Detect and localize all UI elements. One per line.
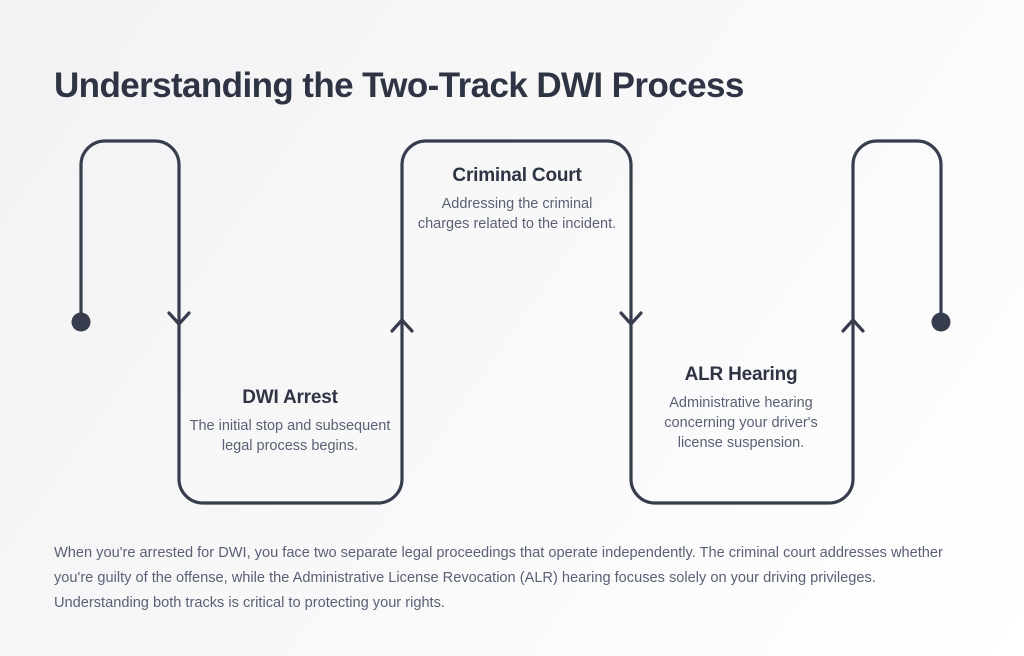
arrow-up-to-end [841, 318, 865, 333]
start-dot-marker [71, 312, 91, 332]
arrow-down-to-dwi-arrest [167, 311, 191, 326]
arrow-up-to-criminal-court [390, 318, 414, 333]
arrow-down-to-alr-hearing [619, 311, 643, 326]
node-dwi-arrest: DWI Arrest The initial stop and subseque… [186, 387, 394, 456]
node-alr-hearing: ALR Hearing Administrative hearing conce… [648, 364, 834, 453]
page-title: Understanding the Two-Track DWI Process [54, 66, 744, 106]
node-dwi-arrest-title: DWI Arrest [242, 387, 338, 408]
track-segment-end [851, 139, 943, 324]
node-alr-hearing-title: ALR Hearing [684, 364, 798, 385]
node-alr-hearing-description: Administrative hearing concerning your d… [664, 394, 818, 451]
node-criminal-court-title: Criminal Court [452, 165, 582, 186]
track-segment-start [79, 139, 181, 324]
end-dot-marker [931, 312, 951, 332]
node-dwi-arrest-description: The initial stop and subsequent legal pr… [189, 417, 391, 454]
node-criminal-court-description: Addressing the criminal charges related … [417, 195, 617, 232]
node-criminal-court: Criminal Court Addressing the criminal c… [414, 165, 620, 234]
footer-explanatory-note: When you're arrested for DWI, you face t… [54, 545, 943, 611]
